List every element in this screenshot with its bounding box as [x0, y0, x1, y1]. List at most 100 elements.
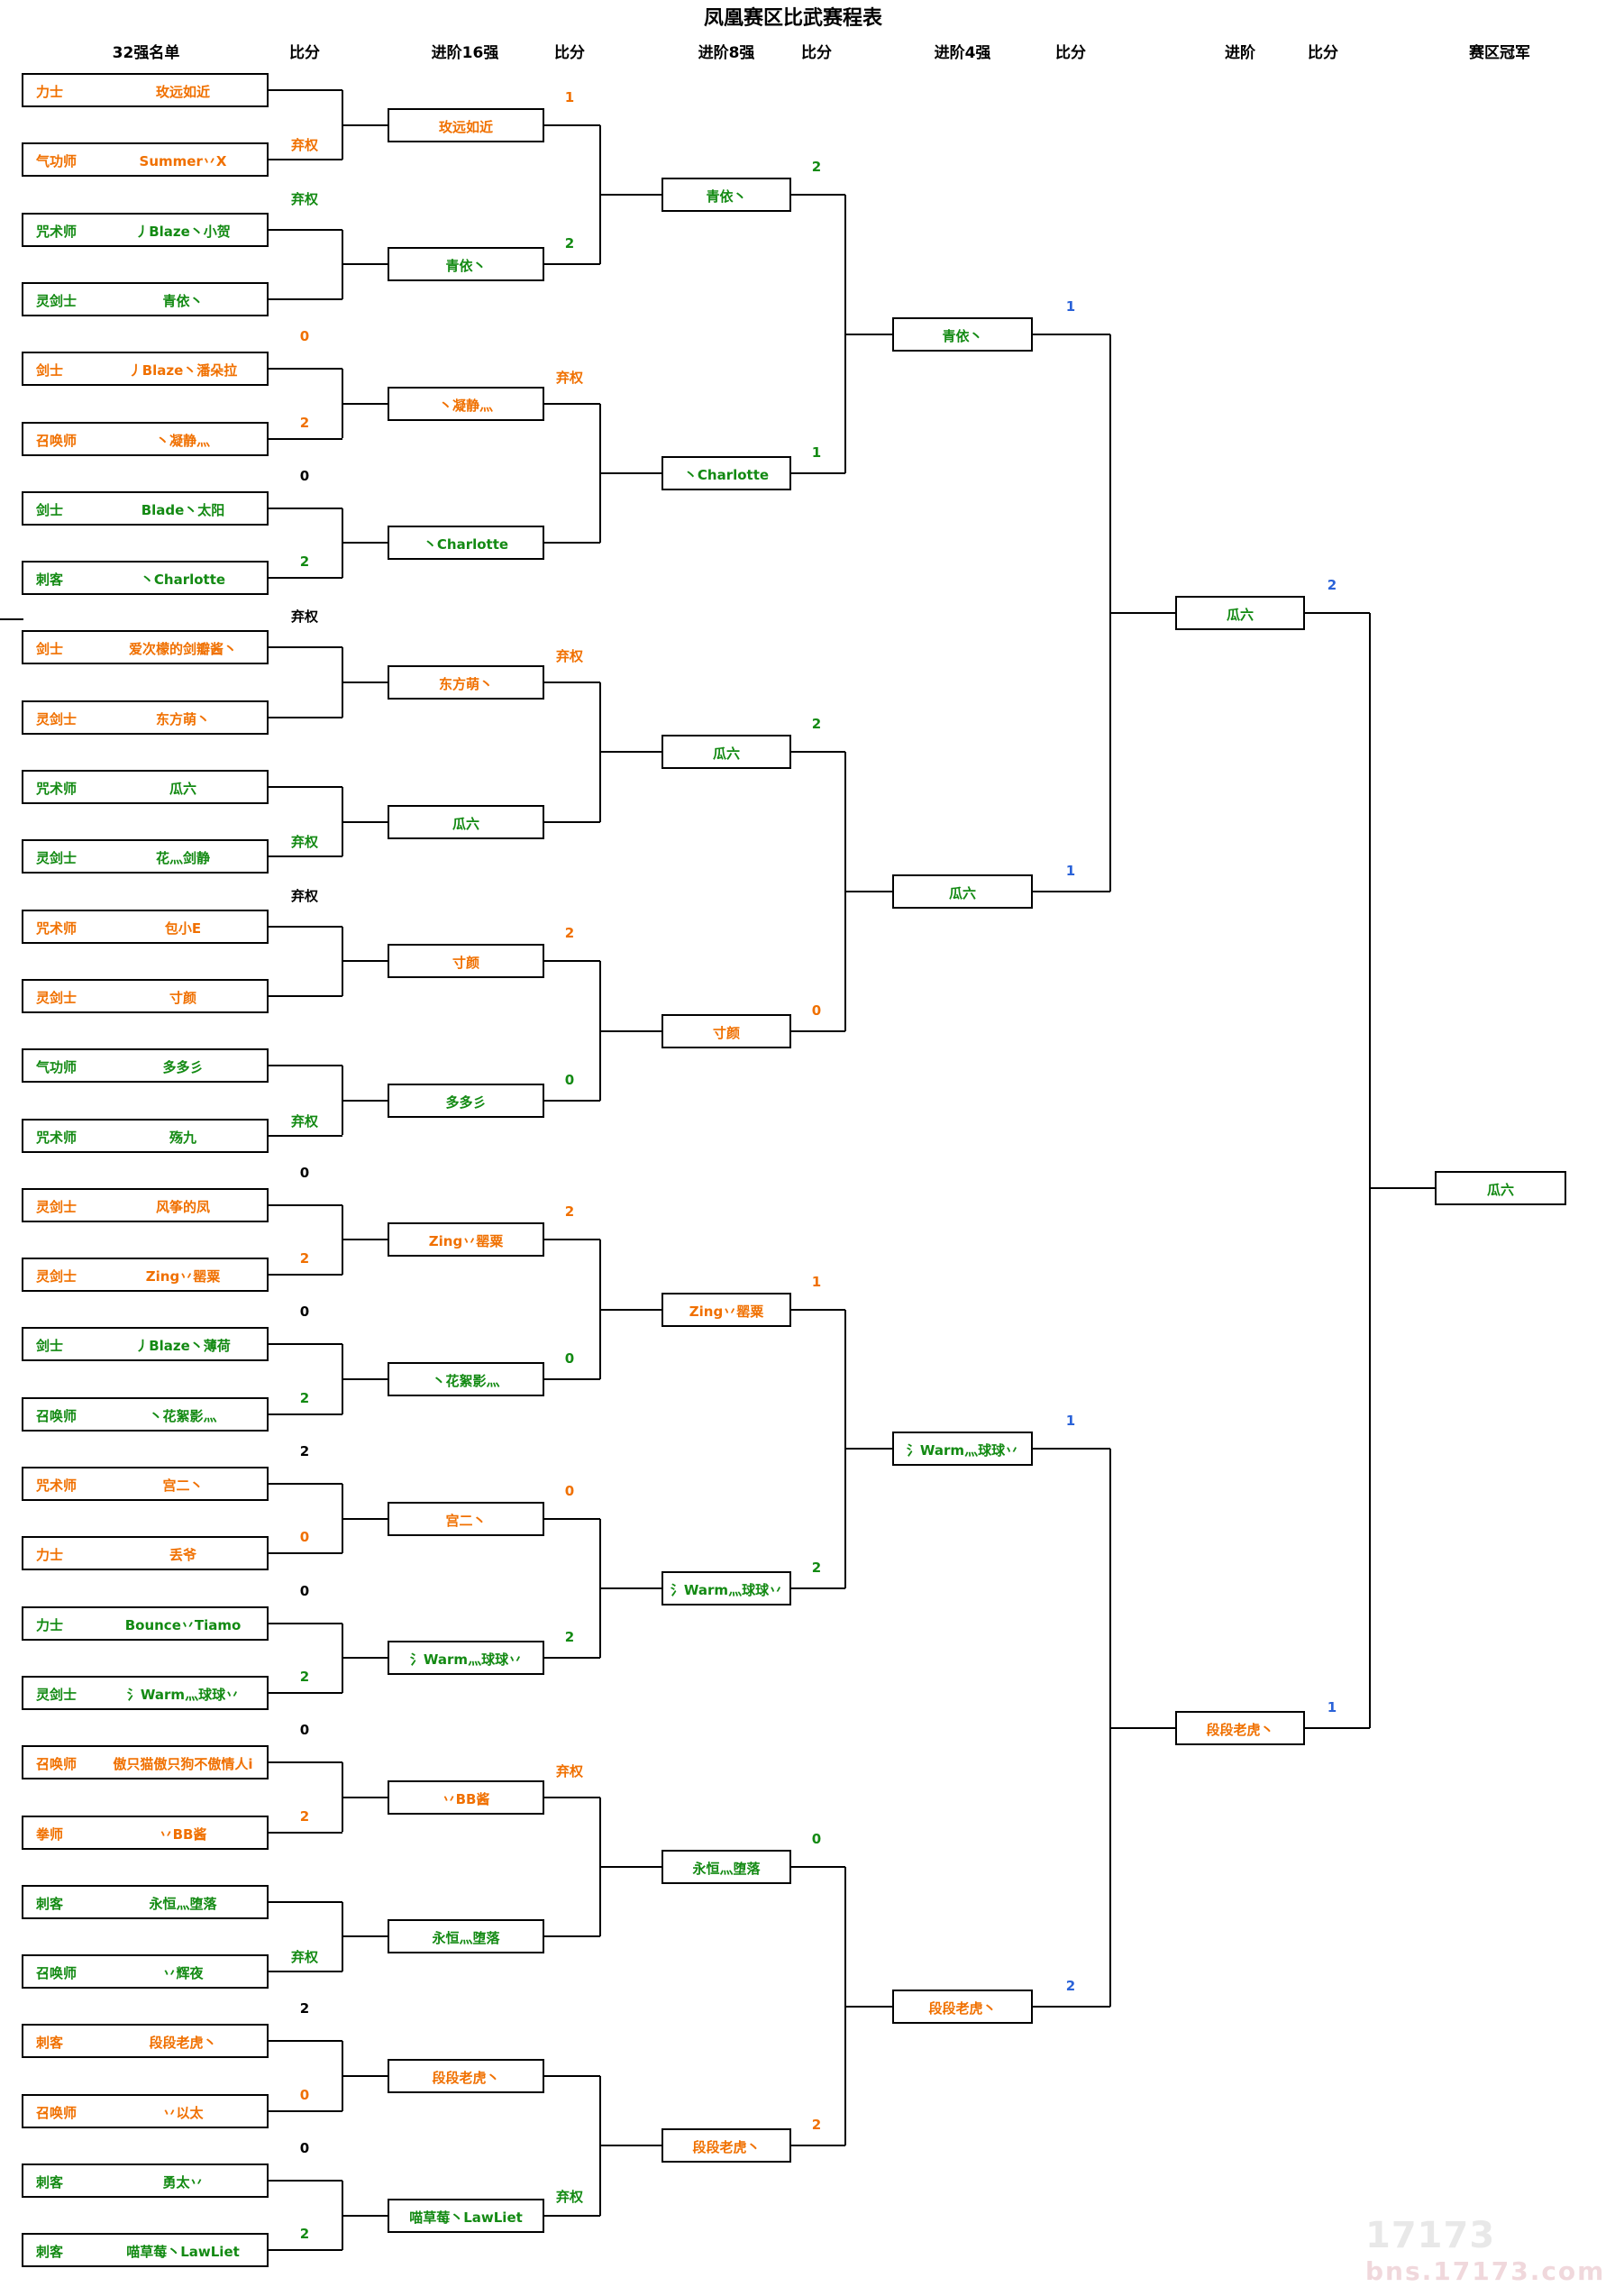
player-name: 青依丶 [706, 188, 747, 205]
player-name: 丿Blaze丶潘朵拉 [128, 362, 238, 380]
connector-line [269, 1203, 342, 1206]
player-box-round16: 多多彡 [388, 1083, 544, 1118]
player-box-semi: 氵Warm灬球球丷 [892, 1432, 1033, 1467]
score-round16: 0 [564, 1482, 575, 1499]
player-box-r32: 剑士爱次檬的剑瓣酱丶 [22, 630, 269, 665]
score-r32: 0 [299, 328, 310, 345]
player-box-r32: 咒术师宫二丶 [22, 1467, 269, 1501]
connector-line [342, 1517, 388, 1520]
connector-line [600, 1029, 661, 1032]
player-name: 丷以太 [162, 2104, 204, 2121]
player-class: 咒术师 [36, 223, 78, 240]
header-semi: 进阶4强 [934, 44, 991, 62]
score-r32: 弃权 [290, 887, 319, 904]
connector-line [1110, 611, 1175, 614]
score-quarter: 2 [811, 1559, 822, 1576]
player-box-round16: 瓜六 [388, 804, 544, 839]
connector-line [1033, 333, 1110, 335]
player-box-round16: 丷BB酱 [388, 1779, 544, 1815]
player-class: 咒术师 [36, 919, 78, 937]
player-box-r32: 召唤师丷以太 [22, 2093, 269, 2128]
connector-line [1369, 612, 1371, 1728]
score-r32: 0 [299, 1164, 310, 1181]
player-class: 咒术师 [36, 781, 78, 797]
score-r32: 2 [299, 2226, 310, 2243]
header-quarter: 进阶8强 [698, 44, 755, 62]
player-name: Summer丷X [139, 153, 227, 170]
connector-line [544, 263, 600, 266]
player-name: 瓜六 [712, 746, 740, 763]
connector-line [269, 1483, 342, 1485]
player-box-r32: 灵剑士东方萌丶 [22, 700, 269, 735]
connector-line [269, 1134, 342, 1137]
player-name: 瓜六 [452, 815, 479, 832]
connector-line [342, 123, 388, 126]
player-class: 力士 [36, 1547, 64, 1564]
player-class: 召唤师 [36, 1965, 78, 1982]
player-name: 丷辉夜 [162, 1965, 204, 1982]
score-quarter: 1 [811, 1273, 822, 1290]
connector-line [269, 1900, 342, 1903]
score-r32: 0 [299, 2086, 310, 2103]
score-r32: 2 [299, 2000, 310, 2017]
player-name: 丶Charlotte [683, 467, 770, 484]
player-box-r32: 剑士丿Blaze丶薄荷 [22, 1327, 269, 1362]
page-title: 凤凰赛区比武赛程表 [703, 7, 883, 30]
score-r32: 弃权 [290, 608, 319, 626]
connector-line [342, 820, 388, 823]
connector-line [342, 1935, 388, 1938]
connector-line [269, 507, 342, 509]
connector-line [1033, 2005, 1110, 2008]
connector-line [544, 1657, 600, 1660]
connector-line [1370, 1187, 1435, 1190]
player-name: 瓜六 [1226, 606, 1254, 623]
player-class: 刺客 [36, 2174, 64, 2191]
player-name: 氵Warm灬球球丷 [126, 1686, 240, 1703]
player-box-r32: 刺客永恒灬堕落 [22, 1884, 269, 1919]
header-score-3: 比分 [801, 44, 832, 62]
score-round16: 弃权 [555, 1762, 584, 1779]
score-round16: 弃权 [555, 2188, 584, 2205]
player-name: 殇九 [169, 1129, 196, 1146]
player-class: 灵剑士 [36, 1198, 78, 1215]
player-name: 丶花絮影灬 [149, 1407, 217, 1424]
connector-line [269, 1413, 342, 1415]
player-name: 丶花絮影灬 [432, 1373, 500, 1390]
connector-line [600, 751, 661, 754]
player-box-round16: 丶花絮影灬 [388, 1362, 544, 1397]
player-class: 灵剑士 [36, 989, 78, 1006]
player-name: 氵Warm灬球球丷 [906, 1442, 1019, 1459]
header-round32: 32强名单 [112, 44, 180, 62]
connector-line [600, 2145, 661, 2147]
player-name: 青依丶 [445, 258, 487, 275]
player-box-r32: 咒术师包小E [22, 909, 269, 944]
player-box-r32: 咒术师殇九 [22, 1118, 269, 1153]
score-r32: 2 [299, 553, 310, 571]
score-r32: 0 [299, 1304, 310, 1321]
score-r32: 2 [299, 1389, 310, 1406]
score-quarter: 2 [811, 158, 822, 175]
score-round16: 2 [564, 1203, 575, 1221]
player-box-final: 段段老虎丶 [1175, 1710, 1305, 1745]
player-name: Bounce丷Tiamo [124, 1616, 242, 1633]
connector-line [342, 263, 388, 266]
score-semi: 1 [1065, 297, 1076, 315]
player-box-r32: 灵剑士花灬剑静 [22, 839, 269, 874]
player-box-r32: 灵剑士风筝的凤 [22, 1187, 269, 1222]
player-box-r32: 咒术师丿Blaze丶小贺 [22, 212, 269, 247]
connector-line [791, 1866, 845, 1869]
player-box-r32: 力士丢爷 [22, 1536, 269, 1571]
connector-line [269, 786, 342, 788]
score-round16: 2 [564, 925, 575, 942]
score-r32: 2 [299, 1807, 310, 1825]
connector-line [269, 159, 342, 161]
player-box-r32: 刺客喵草莓丶LawLiet [22, 2233, 269, 2268]
player-class: 剑士 [36, 641, 64, 658]
connector-line [269, 2109, 342, 2112]
connector-line [544, 402, 600, 405]
connector-line [342, 2075, 388, 2078]
player-name: 寸颜 [169, 989, 196, 1006]
player-box-round16: 青依丶 [388, 247, 544, 282]
